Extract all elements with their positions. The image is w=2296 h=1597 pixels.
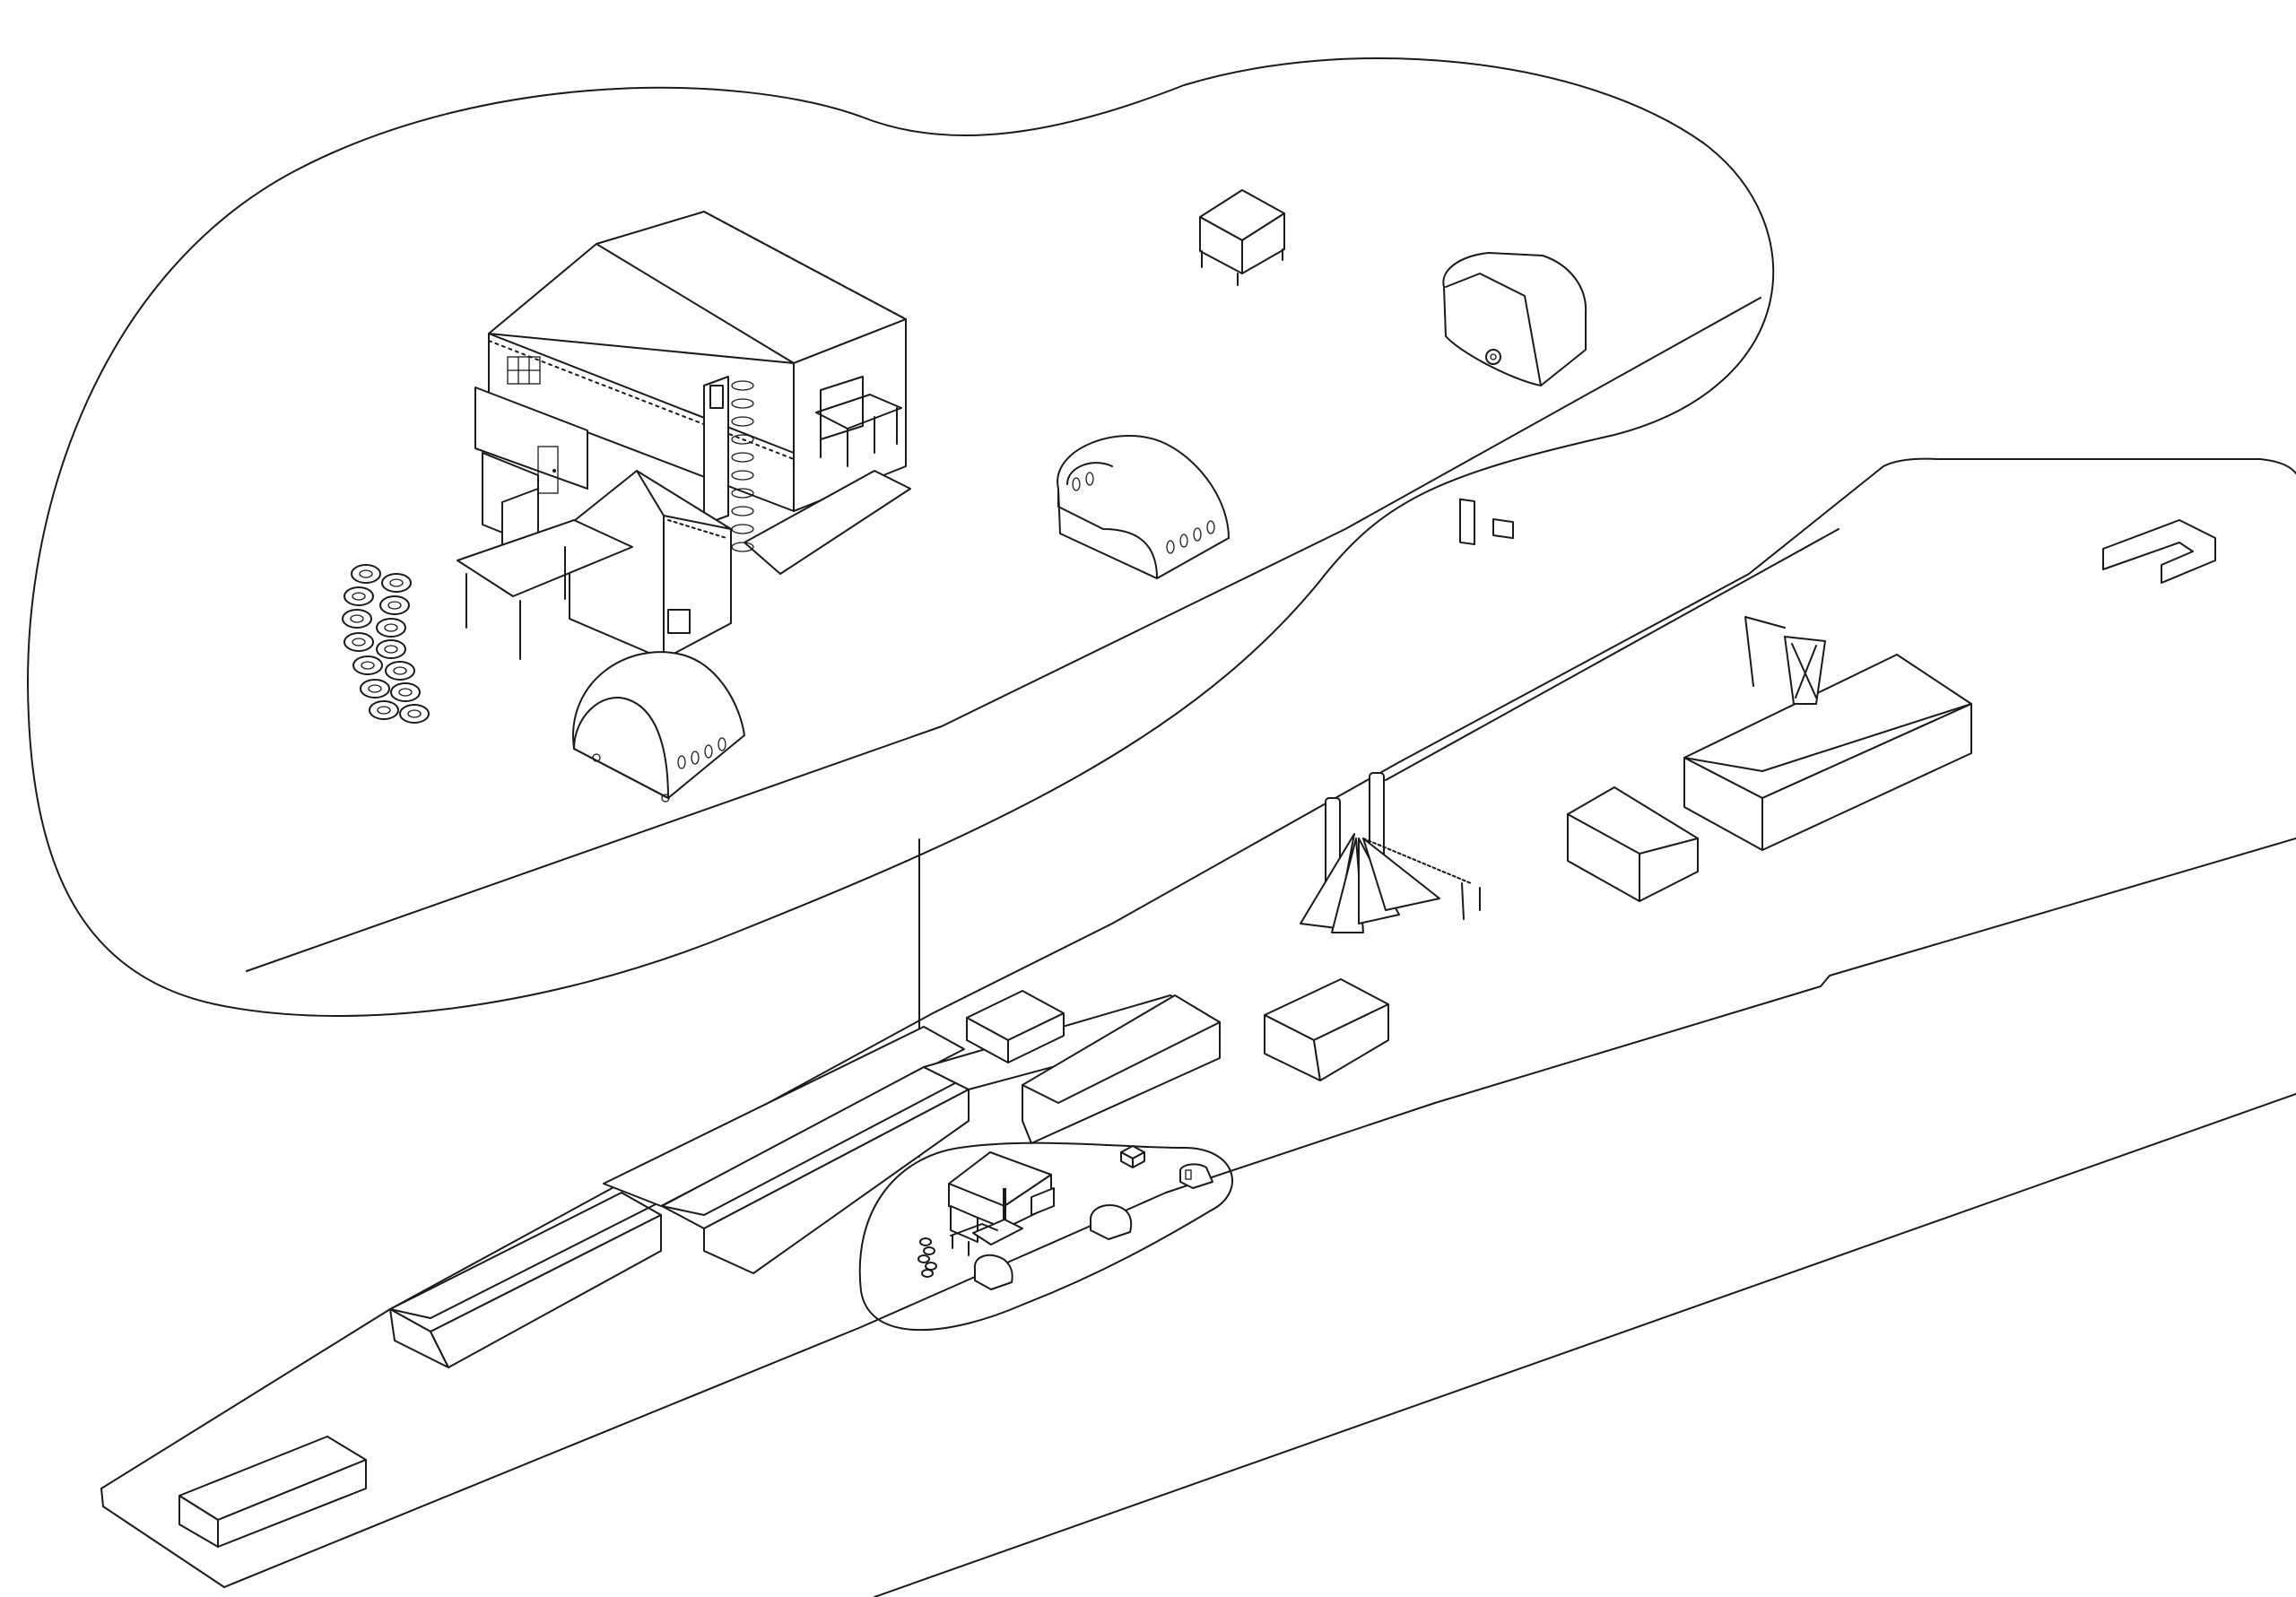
gabled-sheds — [1264, 654, 1972, 1081]
crane-structure — [1744, 616, 1826, 705]
chimney-sculpture — [1300, 772, 1481, 933]
quonset-hut — [572, 435, 1230, 803]
caravan-trailer — [1442, 252, 1587, 546]
site-ground — [100, 457, 2296, 1597]
workshop-building — [457, 211, 911, 660]
u-frame — [2102, 519, 2216, 584]
raised-storage-box — [1199, 189, 1285, 286]
stacked-tires — [342, 564, 430, 724]
warehouse-sheds — [178, 990, 1221, 1548]
miniature-site-cluster — [918, 1145, 1213, 1290]
